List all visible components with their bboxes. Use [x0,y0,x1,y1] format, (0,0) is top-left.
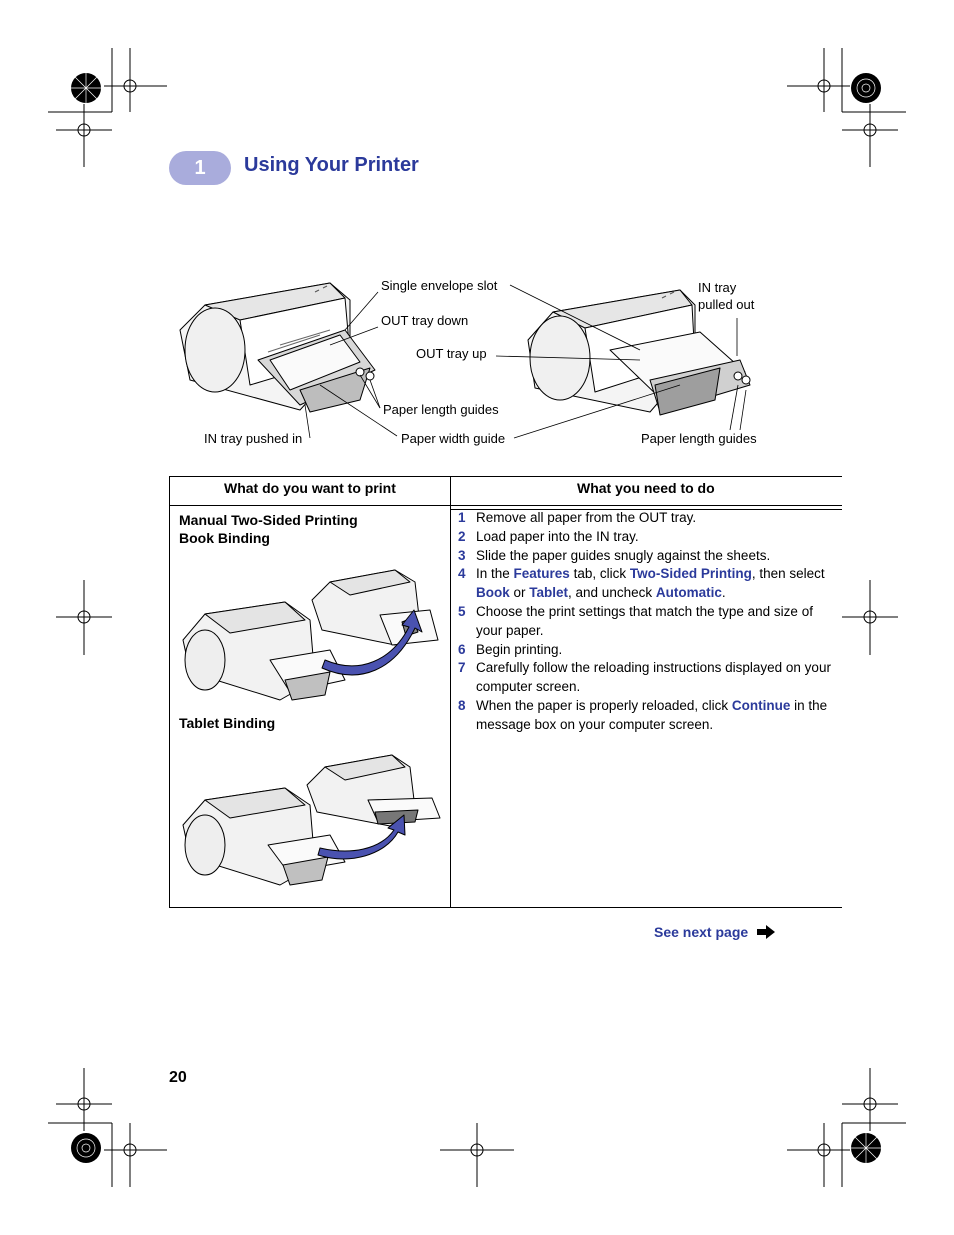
step-number: 3 [458,547,466,563]
table-left-border [169,476,170,908]
table-header-what-to-print: What do you want to print [224,480,396,496]
step-number: 1 [458,510,466,525]
step-text-part: Slide the paper guides snugly against th… [476,547,771,563]
table-header-double-border [450,509,842,510]
step-text-part: tab, click [569,566,630,582]
step-number: 5 [458,603,466,619]
step-text: Slide the paper guides snugly against th… [476,547,838,566]
chapter-number: 1 [194,157,206,179]
step-text-part: Carefully follow the reloading instructi… [476,660,831,695]
printer-tray-figure [179,282,751,439]
step-text-part: , then select [751,566,825,582]
label-out-tray-up: OUT tray up [416,346,487,361]
chapter-badge [169,151,231,185]
step-text: Carefully follow the reloading instructi… [476,659,838,697]
label-paper-width-guide: Paper width guide [401,431,506,446]
label-paper-length-guides-right: Paper length guides [641,431,757,446]
ui-term-book: Book [476,585,510,601]
ui-term-tablet: Tablet [529,585,569,601]
table-header-border [169,505,842,506]
see-next-page-label: See next page [654,924,749,940]
step-item: 7 Carefully follow the reloading instruct… [458,659,838,697]
step-item: 1 Remove all paper from the OUT tray. [458,509,838,528]
table-column-divider [450,476,451,908]
label-in-tray-pulled-out-2: pulled out [698,297,755,312]
table-bottom-border [169,907,842,908]
step-text: Load paper into the IN tray. [476,528,838,547]
step-text: In the Features tab, click Two-Sided Pri… [476,565,838,603]
step-text: Choose the print settings that match the… [476,603,838,641]
chapter-title: Using Your Printer [244,154,419,176]
step-item: 5 Choose the print settings that match th… [458,603,838,641]
row-title-two-sided: Manual Two-Sided Printing [179,512,358,528]
step-text-part: in the message box on your computer scre… [476,697,828,732]
ui-term-two-sided-printing: Two-Sided Printing [629,566,752,582]
table-top-border [169,476,842,477]
step-text-part: When the paper is properly reloaded, cli… [476,697,732,713]
label-in-tray-pulled-out-1: IN tray [698,280,737,295]
step-item: 8 When the paper is properly reloaded, cl… [458,697,838,735]
ui-term-automatic: Automatic [655,585,722,601]
printer-left-illustration [179,282,376,413]
step-item: 2 Load paper into the IN tray. [458,528,838,547]
step-text-part: Load paper into the IN tray. [476,528,639,544]
step-number: 2 [458,528,466,544]
table-header-what-to-do: What you need to do [577,480,715,496]
step-item: 3 Slide the paper guides snugly against t… [458,547,838,566]
see-next-page-link[interactable]: See next page [654,924,776,940]
step-text: Remove all paper from the OUT tray. [476,509,838,528]
step-number: 6 [458,641,466,657]
step-number: 4 [458,566,466,582]
step-text: When the paper is properly reloaded, cli… [476,697,838,735]
step-text-part: or [509,585,530,601]
steps-list: 1 Remove all paper from the OUT tray. 2 Loa… [458,509,838,735]
right-arrow-icon [757,925,776,939]
label-out-tray-down: OUT tray down [381,313,469,328]
ui-term-features: Features [513,566,570,582]
step-item: 4 In the Features tab, click Two-Sided Pr… [458,565,838,603]
label-paper-length-guides-left: Paper length guides [383,402,499,417]
step-text-part: In the [476,566,514,582]
step-text: Begin printing. [476,641,838,660]
printer-right-illustration [527,289,751,416]
step-number: 7 [458,660,466,676]
page-number: 20 [169,1069,187,1086]
step-text-part: Begin printing. [476,641,563,657]
step-text-part: Remove all paper from the OUT tray. [476,510,697,525]
label-in-tray-pushed-in: IN tray pushed in [204,431,303,446]
row-title-tablet-binding: Tablet Binding [179,715,276,731]
step-text-part: . [721,585,726,601]
label-single-envelope-slot: Single envelope slot [381,278,498,293]
step-text-part: , and uncheck [568,585,656,601]
row-title-book-binding: Book Binding [179,530,270,546]
step-item: 6 Begin printing. [458,641,838,660]
step-number: 8 [458,697,466,713]
step-text-part: Choose the print settings that match the… [476,603,813,638]
ui-term-continue: Continue [731,697,791,713]
